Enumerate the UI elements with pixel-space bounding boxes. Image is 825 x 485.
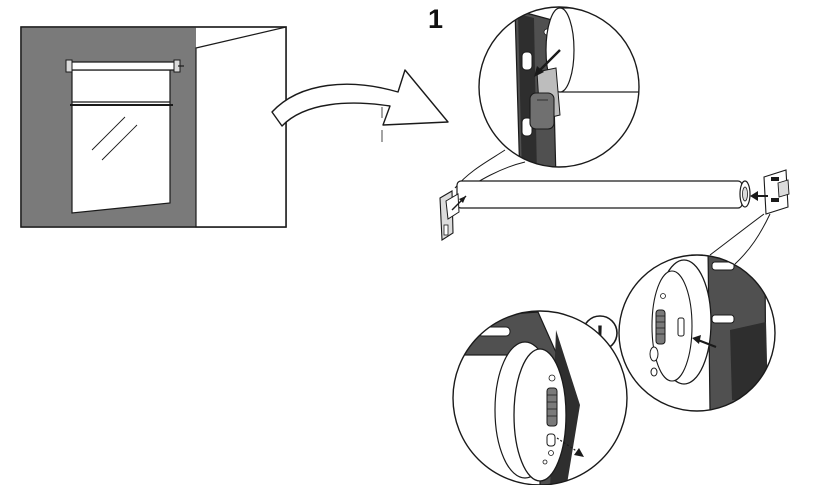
window-scene <box>20 26 287 228</box>
bracket-detail-top <box>478 6 640 168</box>
roller-tube <box>439 149 790 265</box>
curved-arrow-icon <box>271 69 449 142</box>
step-number: 1 <box>428 4 444 34</box>
bracket-detail-right <box>618 254 776 412</box>
bracket-detail-left <box>452 310 628 485</box>
